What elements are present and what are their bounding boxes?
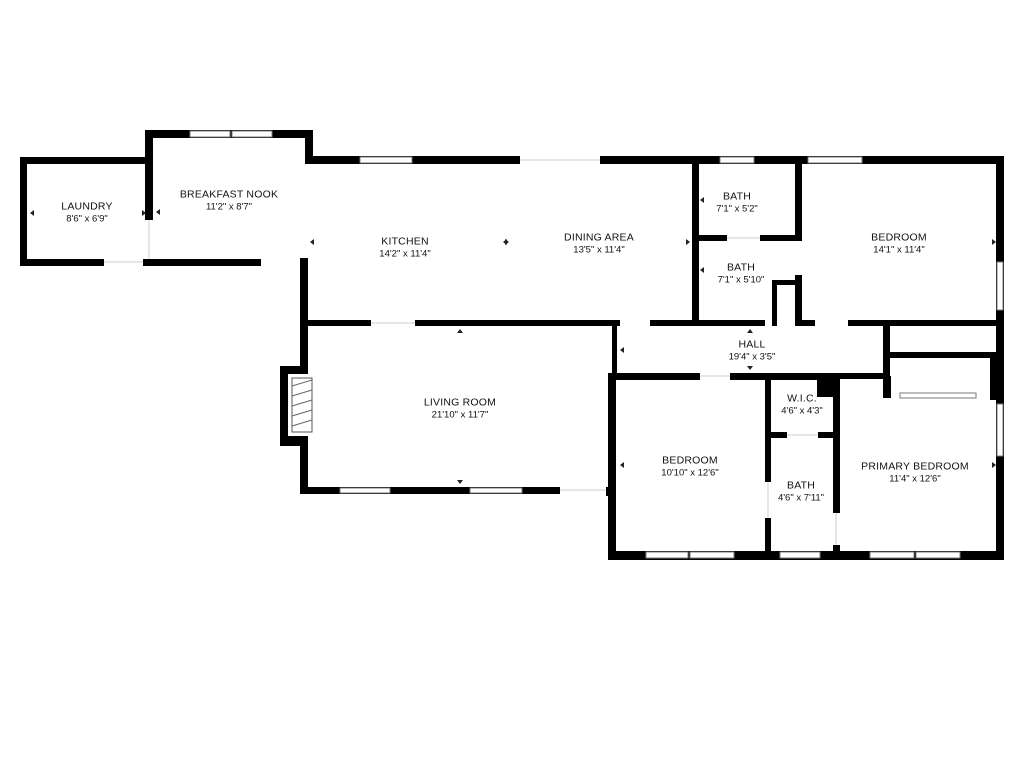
room-wic: W.I.C. 4'6" x 4'3" (781, 393, 823, 418)
window-living-1 (339, 487, 391, 494)
room-name: BATH (722, 190, 752, 203)
wall-bath3-left (765, 438, 771, 482)
wall-bath-divider-a (692, 235, 727, 241)
room-hall: HALL 19'4" x 3'5" (729, 339, 776, 364)
room-bath-2: BATH 7'1" x 5'10" (718, 262, 765, 287)
room-dimensions: 14'2" x 11'4" (379, 248, 431, 260)
room-dining-area: DINING AREA 13'5" x 11'4" (564, 232, 634, 257)
wall-hall-right (883, 320, 890, 380)
wall-bath3-left-lower (765, 518, 771, 560)
window-living-2 (469, 487, 523, 494)
wic-post (817, 373, 835, 397)
wall-closet-mid (883, 352, 1004, 358)
wall-laundry-bottom-right (143, 259, 261, 266)
wall-bed2-top-b (730, 373, 840, 380)
room-bedroom-2: BEDROOM 10'10" x 12'6" (661, 455, 718, 480)
room-name: BEDROOM (871, 231, 927, 244)
wall-hall-left (612, 326, 617, 378)
wall-closet-right-stub (990, 352, 1004, 400)
window-primary-1 (869, 551, 915, 559)
wall-bath-right-lower (795, 275, 802, 326)
room-dimensions: 13'5" x 11'4" (573, 244, 625, 256)
room-dimensions: 11'2" x 8'7" (205, 201, 253, 213)
room-name: BREAKFAST NOOK (179, 188, 279, 201)
wall-bath3-right (833, 373, 840, 513)
room-bath-1: BATH 7'1" x 5'2" (716, 191, 758, 216)
wall-primary-top (840, 373, 888, 379)
wall-bed2-left (608, 373, 616, 559)
room-breakfast-nook: BREAKFAST NOOK 11'2" x 8'7" (180, 189, 278, 214)
window-bath3 (779, 551, 821, 559)
room-dimensions: 7'1" x 5'10" (717, 274, 765, 286)
room-dimensions: 11'4" x 12'6" (889, 473, 941, 485)
room-dimensions: 10'10" x 12'6" (661, 467, 719, 479)
wall-laundry-left (20, 157, 27, 266)
room-dimensions: 19'4" x 3'5" (728, 351, 776, 363)
wall-wic-bottom-a (765, 432, 787, 438)
room-dimensions: 8'6" x 6'9" (66, 213, 108, 225)
room-name: BATH (726, 261, 756, 274)
window-bed1-top (807, 156, 863, 164)
window-bed2-1 (645, 551, 689, 559)
room-name: W.I.C. (787, 392, 817, 405)
wall-bath-closet-left (772, 280, 777, 326)
wall-laundry-bottom-left (20, 259, 104, 266)
wall-bath-divider-b (760, 235, 802, 241)
room-laundry: LAUNDRY 8'6" x 6'9" (61, 201, 112, 226)
window-nook-2 (231, 130, 273, 138)
windows (189, 130, 1004, 559)
wall-nook-right-stub (305, 130, 313, 163)
room-name: HALL (738, 338, 766, 351)
window-closet (899, 392, 977, 399)
wall-bath3-right-lower (833, 545, 840, 560)
fireplace-box (291, 377, 313, 433)
wall-bath-closet-top (772, 280, 800, 285)
room-kitchen: KITCHEN 14'2" x 11'4" (379, 236, 430, 261)
window-primary-right (996, 403, 1004, 457)
room-dimensions: 4'6" x 7'11" (777, 492, 825, 504)
wall-hall-top-b (795, 320, 815, 326)
wall-nook-left-upper (145, 130, 153, 220)
wall-wic-bottom-b (818, 432, 840, 438)
room-name: BATH (786, 479, 816, 492)
wall-bath-right-upper (795, 156, 802, 241)
window-bed2-2 (689, 551, 735, 559)
room-dimensions: 21'10" x 11'7" (431, 409, 489, 421)
room-dimensions: 7'1" x 5'2" (716, 203, 758, 215)
room-bath-3: BATH 4'6" x 7'11" (778, 480, 824, 505)
room-living-room: LIVING ROOM 21'10" x 11'7" (424, 397, 496, 422)
room-name: KITCHEN (381, 235, 429, 248)
room-name: BEDROOM (662, 454, 718, 467)
window-kitchen (359, 156, 413, 164)
room-name: LIVING ROOM (423, 396, 497, 409)
wall-wic-left (765, 373, 771, 439)
room-dimensions: 14'1" x 11'4" (873, 244, 925, 256)
room-name: PRIMARY BEDROOM (861, 460, 969, 473)
door-openings (104, 159, 837, 545)
wall-kitchen-living-b (415, 320, 620, 326)
room-primary-bedroom: PRIMARY BEDROOM 11'4" x 12'6" (861, 461, 969, 486)
fireplace-hatch (291, 379, 313, 427)
wall-hall-top-a (650, 320, 765, 326)
wall-bed2-top (610, 373, 700, 380)
window-primary-2 (915, 551, 961, 559)
room-bedroom-1: BEDROOM 14'1" x 11'4" (871, 232, 927, 257)
dimension-ticks (30, 197, 996, 484)
wall-laundry-top (20, 157, 150, 164)
wall-closet-lower (883, 376, 891, 398)
wall-living-bottom (300, 487, 560, 494)
window-bath1 (719, 156, 755, 164)
window-bed1-right (996, 261, 1004, 311)
walls (20, 130, 1004, 560)
room-dimensions: 4'6" x 4'3" (781, 405, 823, 417)
window-nook-1 (189, 130, 231, 138)
wall-kitchen-living-a (305, 320, 371, 326)
room-name: LAUNDRY (61, 200, 113, 213)
wall-hall-top-c (848, 320, 1004, 326)
room-name: DINING AREA (564, 231, 634, 244)
